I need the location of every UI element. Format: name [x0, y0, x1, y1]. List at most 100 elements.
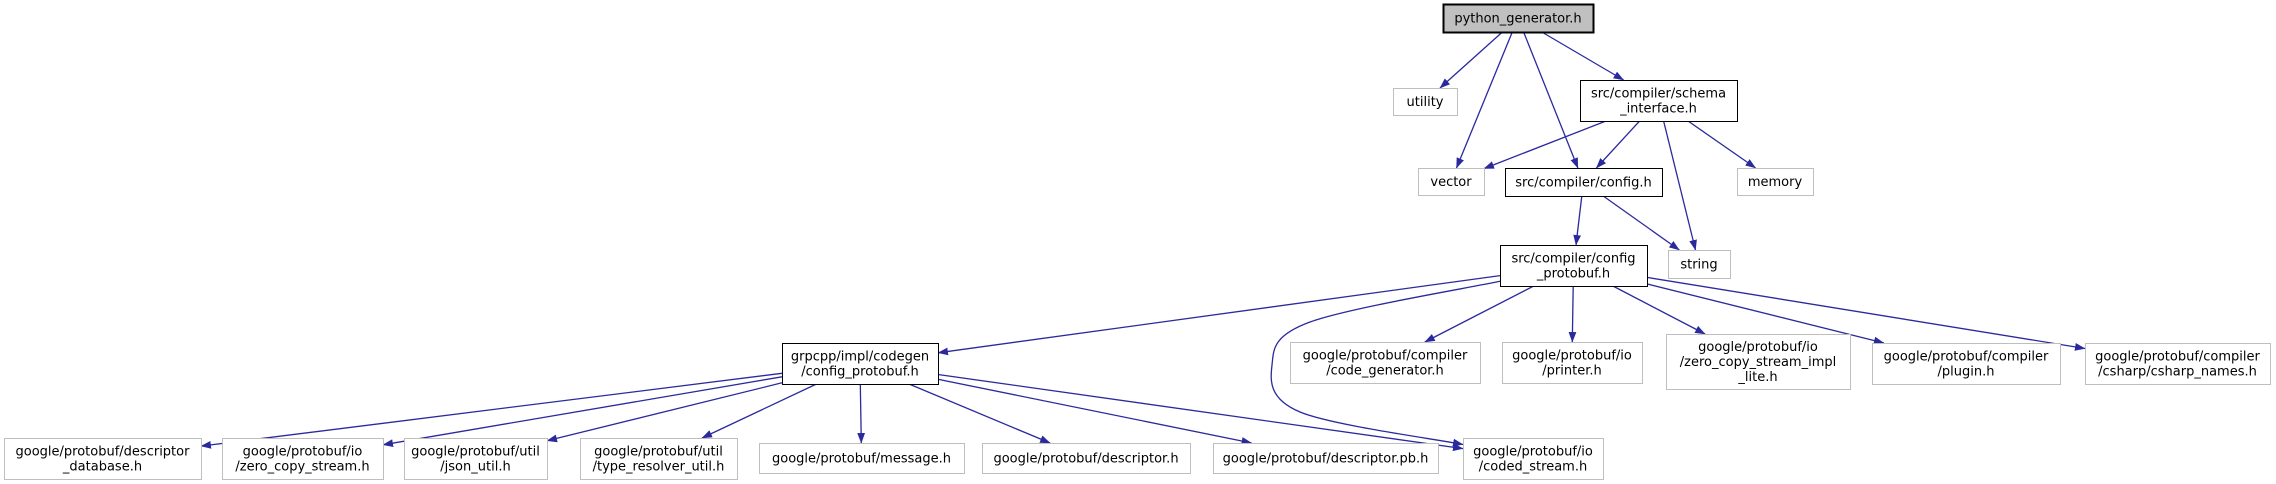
- edge-config_protobuf-to-printer: [1568, 285, 1577, 343]
- node-python_generator: python_generator.h: [1442, 3, 1595, 34]
- node-descriptor_database: google/protobuf/descriptor_database.h: [3, 437, 203, 481]
- edge-python_generator-to-config: [1522, 31, 1579, 169]
- node-box: [1392, 87, 1459, 117]
- node-label: /plugin.h: [1938, 365, 1995, 380]
- node-box: [1871, 342, 2062, 386]
- edge-grpcpp_config_protobuf-to-descriptor_pb: [937, 378, 1253, 445]
- node-code_generator: google/protobuf/compiler/code_generator.…: [1289, 341, 1482, 385]
- node-box: [981, 442, 1192, 475]
- node-label: google/protobuf/message.h: [772, 452, 951, 467]
- edge-grpcpp_config_protobuf-to-descriptor_database: [200, 372, 783, 449]
- node-json_util: google/protobuf/util/json_util.h: [403, 437, 549, 481]
- node-csharp_names: google/protobuf/compiler/csharp/csharp_n…: [2084, 342, 2272, 386]
- edge-schema_interface-to-string: [1662, 120, 1697, 251]
- node-box: [1736, 167, 1815, 197]
- node-coded_stream: google/protobuf/io/coded_stream.h: [1462, 437, 1605, 481]
- node-box: [1462, 437, 1605, 481]
- node-label: _interface.h: [1619, 102, 1697, 117]
- node-box[interactable]: [1579, 79, 1739, 123]
- node-label: google/protobuf/util: [594, 445, 723, 460]
- node-config[interactable]: src/compiler/config.h: [1504, 167, 1664, 198]
- node-box: [1212, 442, 1440, 475]
- node-box: [221, 437, 385, 481]
- edge-config_protobuf-to-zero_copy_stream_impl_lite: [1612, 285, 1706, 335]
- node-utility: utility: [1392, 87, 1459, 117]
- edge-schema_interface-to-config: [1595, 120, 1641, 169]
- edge-config_protobuf-to-grpcpp_config_protobuf: [937, 274, 1501, 356]
- node-box[interactable]: [1504, 167, 1664, 198]
- node-box: [758, 442, 966, 475]
- edge-grpcpp_config_protobuf-to-message: [857, 383, 866, 444]
- node-label: /config_protobuf.h: [801, 365, 918, 380]
- node-schema_interface[interactable]: src/compiler/schema_interface.h: [1579, 79, 1739, 123]
- edge-python_generator-to-vector: [1455, 31, 1513, 169]
- node-label: google/protobuf/io: [1473, 445, 1593, 460]
- node-label: /zero_copy_stream_impl: [1680, 355, 1836, 370]
- node-label: google/protobuf/compiler: [2095, 350, 2260, 365]
- node-message: google/protobuf/message.h: [758, 442, 966, 475]
- edge-config_protobuf-to-csharp_names: [1646, 276, 2086, 351]
- node-box: [1442, 3, 1595, 34]
- node-string: string: [1667, 249, 1732, 280]
- node-label: google/protobuf/descriptor: [16, 445, 191, 460]
- node-label: grpcpp/impl/codegen: [791, 350, 929, 365]
- edge-config_protobuf-to-code_generator: [1424, 285, 1534, 343]
- edge-config-to-config_protobuf: [1573, 195, 1583, 246]
- node-box[interactable]: [781, 342, 940, 386]
- node-label: src/compiler/config: [1511, 252, 1635, 267]
- node-label: /csharp/csharp_names.h: [2098, 365, 2257, 380]
- node-label: /code_generator.h: [1326, 364, 1444, 379]
- edge-python_generator-to-utility: [1439, 31, 1503, 89]
- node-label: google/protobuf/descriptor.h: [993, 452, 1178, 467]
- node-label: vector: [1430, 175, 1472, 190]
- node-zero_copy_stream_impl_lite: google/protobuf/io/zero_copy_stream_impl…: [1665, 333, 1852, 391]
- node-box[interactable]: [1499, 244, 1649, 288]
- node-label: /printer.h: [1542, 364, 1601, 379]
- node-box: [1289, 341, 1482, 385]
- edge-grpcpp_config_protobuf-to-descriptor_h: [908, 383, 1051, 444]
- edge-grpcpp_config_protobuf-to-type_resolver_util: [701, 383, 817, 439]
- node-label: /coded_stream.h: [1479, 460, 1587, 475]
- node-box: [3, 437, 203, 481]
- node-label: _protobuf.h: [1536, 267, 1610, 282]
- edge-config_protobuf-to-plugin: [1646, 283, 1885, 345]
- node-box: [1417, 167, 1486, 197]
- node-label: /type_resolver_util.h: [593, 460, 725, 475]
- node-label: google/protobuf/compiler: [1884, 350, 2049, 365]
- node-vector: vector: [1417, 167, 1486, 197]
- node-descriptor_pb: google/protobuf/descriptor.pb.h: [1212, 442, 1440, 475]
- node-label: utility: [1407, 95, 1444, 110]
- node-box: [1501, 341, 1644, 385]
- node-label: memory: [1748, 175, 1803, 190]
- node-label: google/protobuf/compiler: [1303, 349, 1468, 364]
- edge-grpcpp_config_protobuf-to-json_util: [546, 382, 783, 443]
- node-label: src/compiler/config.h: [1515, 176, 1651, 191]
- edge-grpcpp_config_protobuf-to-zero_copy_stream: [382, 376, 783, 447]
- node-label: google/protobuf/io: [243, 445, 363, 460]
- node-type_resolver_util: google/protobuf/util/type_resolver_util.…: [579, 437, 739, 481]
- edge-grpcpp_config_protobuf-to-coded_stream: [937, 373, 1464, 452]
- node-label: python_generator.h: [1454, 12, 1581, 27]
- node-box: [2084, 342, 2272, 386]
- edge-config_protobuf-to-coded_stream: [1270, 280, 1501, 447]
- node-box: [403, 437, 549, 481]
- node-box: [1665, 333, 1852, 391]
- node-label: google/protobuf/descriptor.pb.h: [1223, 452, 1429, 467]
- node-box: [1667, 249, 1732, 280]
- node-label: google/protobuf/util: [411, 445, 540, 460]
- node-descriptor_h: google/protobuf/descriptor.h: [981, 442, 1192, 475]
- edge-python_generator-to-schema_interface: [1541, 31, 1625, 81]
- node-memory: memory: [1736, 167, 1815, 197]
- node-label: /zero_copy_stream.h: [235, 460, 369, 475]
- node-grpcpp_config_protobuf[interactable]: grpcpp/impl/codegen/config_protobuf.h: [781, 342, 940, 386]
- node-printer: google/protobuf/io/printer.h: [1501, 341, 1644, 385]
- node-label: string: [1680, 258, 1717, 273]
- node-config_protobuf[interactable]: src/compiler/config_protobuf.h: [1499, 244, 1649, 288]
- node-label: src/compiler/schema: [1591, 87, 1726, 102]
- node-label: _lite.h: [1737, 370, 1777, 385]
- node-box: [579, 437, 739, 481]
- node-label: _database.h: [62, 460, 142, 475]
- node-plugin: google/protobuf/compiler/plugin.h: [1871, 342, 2062, 386]
